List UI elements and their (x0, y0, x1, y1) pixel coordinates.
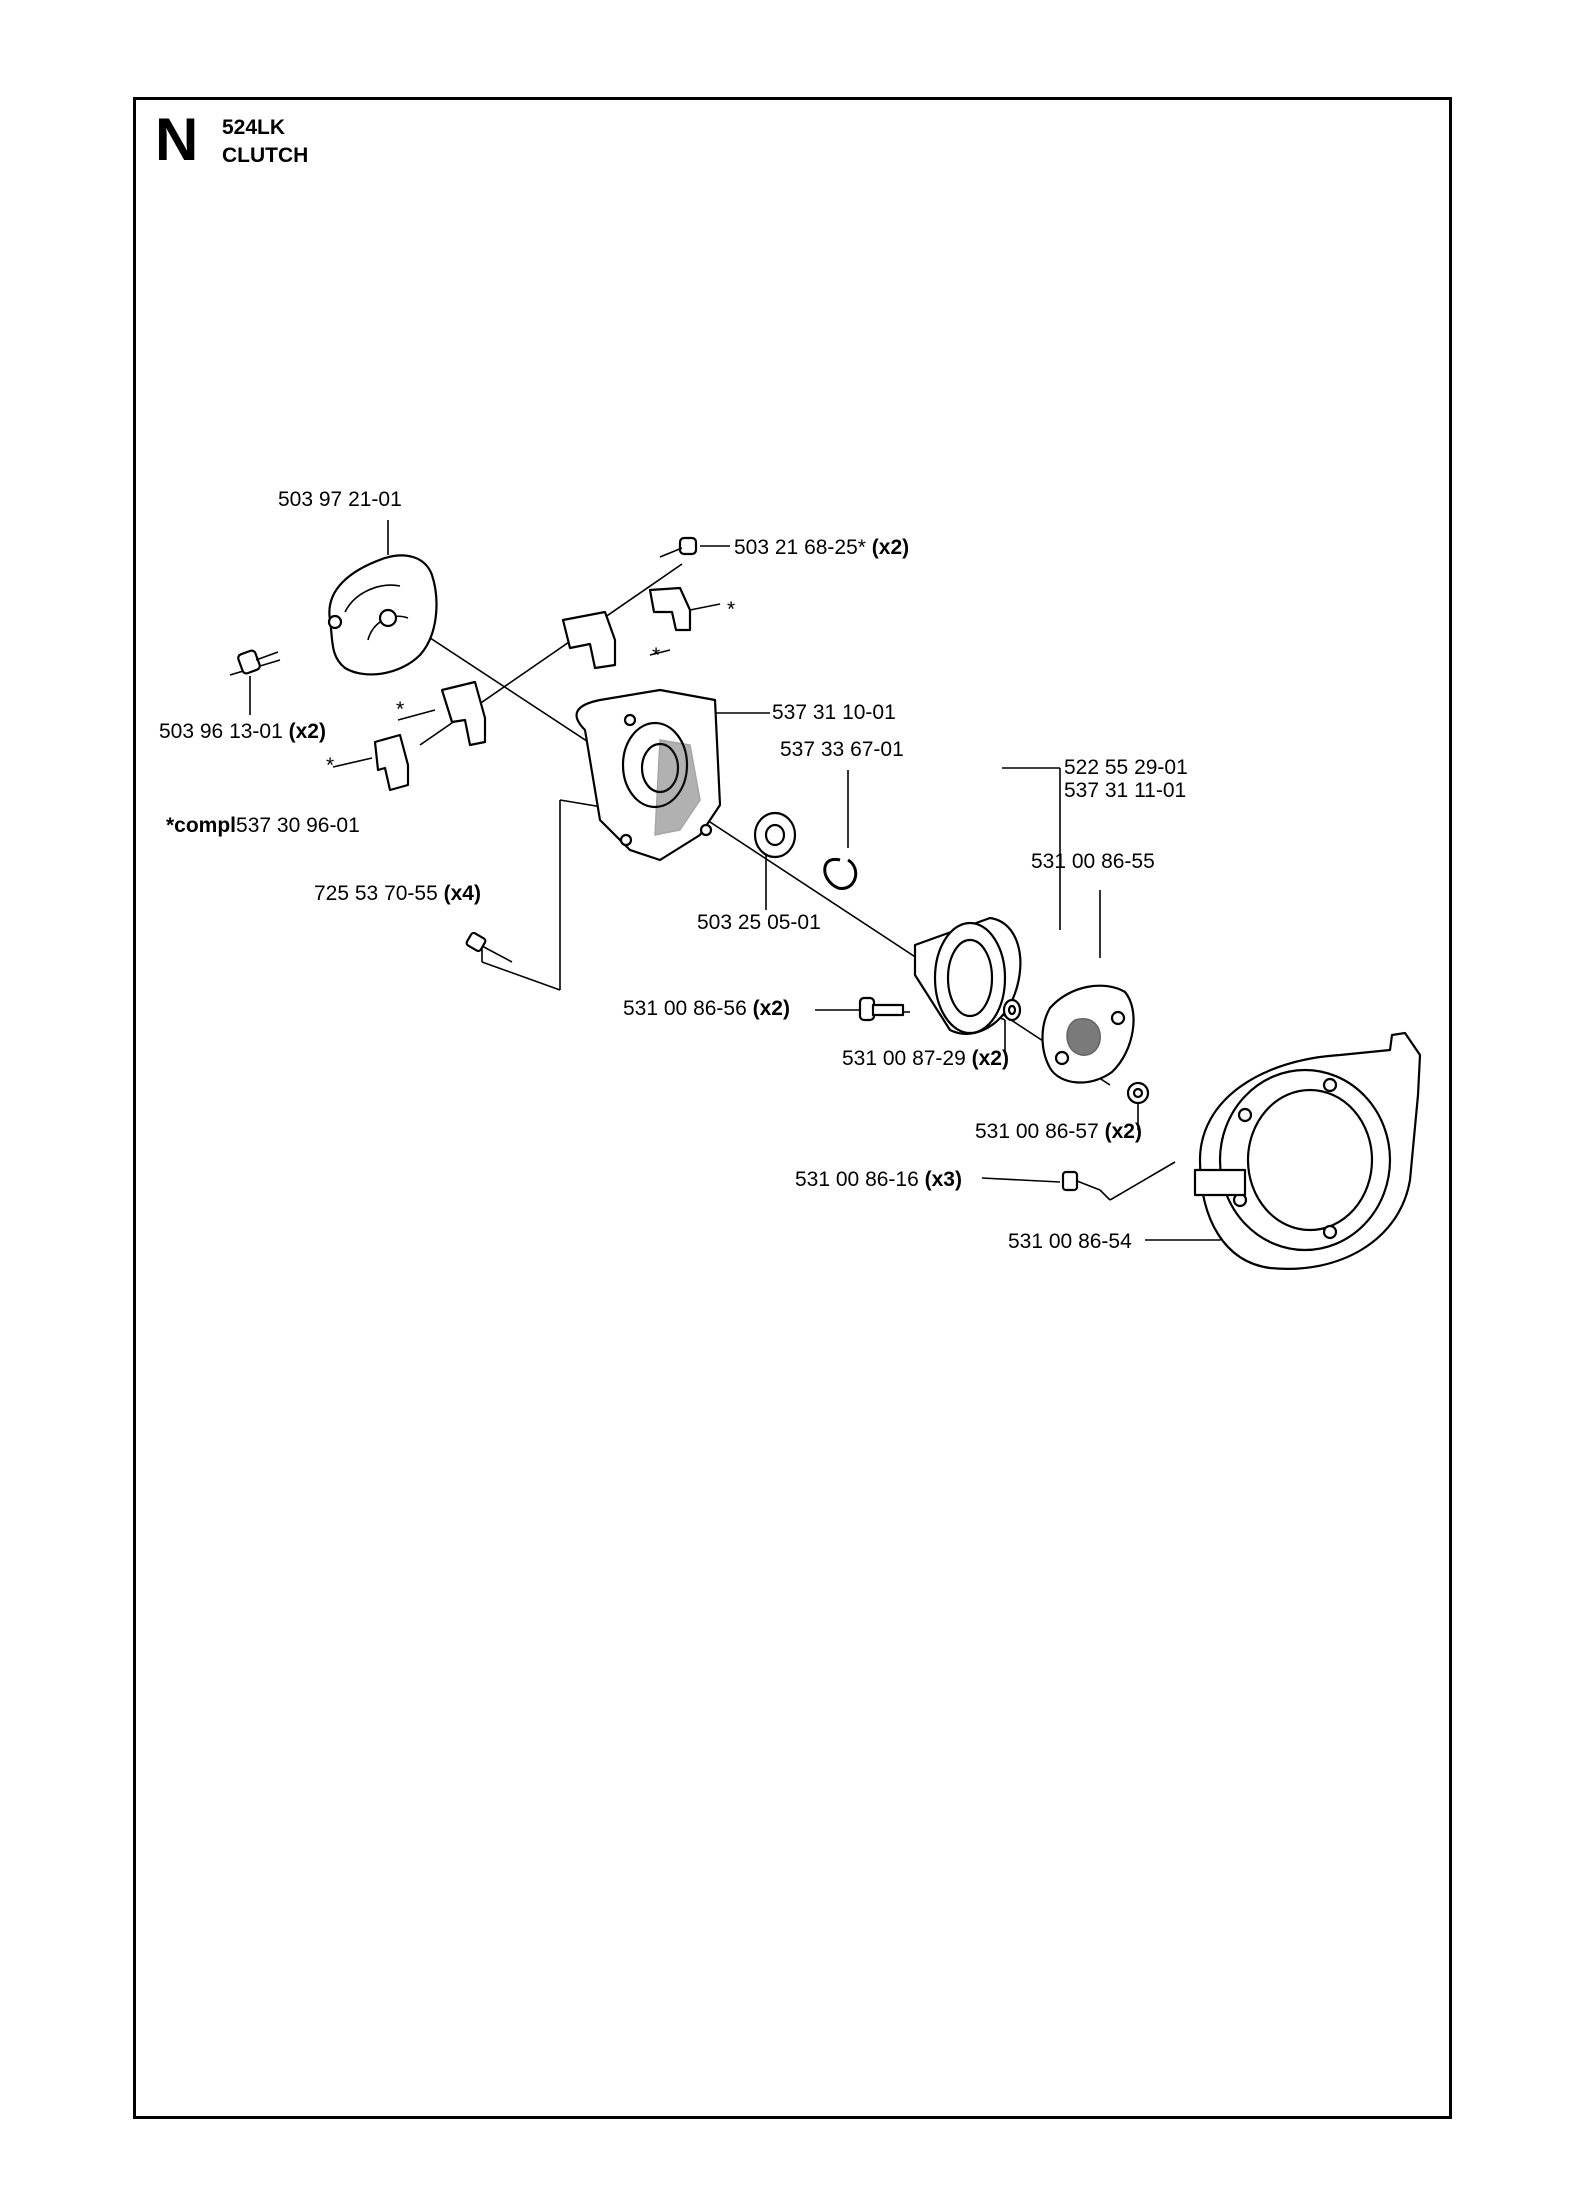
part-clutch-cover (327, 554, 438, 676)
label-531-00-86-54: 531 00 86-54 (1008, 1230, 1132, 1253)
part-screw-503-96-13 (237, 649, 279, 675)
quantity: (x2) (288, 720, 326, 743)
label-503-21-68-25: 503 21 68-25* (x2) (734, 536, 909, 560)
label-531-00-86-56: 531 00 86-56 (x2) (623, 997, 790, 1021)
label-537-31-10-01: 537 31 10-01 (772, 701, 896, 724)
part-bearing (753, 811, 797, 859)
label-537-31-11-01: 537 31 11-01 (1064, 779, 1187, 802)
part-clutch-housing (575, 688, 722, 862)
section-title: CLUTCH (222, 144, 309, 167)
asterisk-2: * (652, 644, 661, 667)
model-name: 524LK (222, 116, 286, 139)
part-clutch-shoes (1041, 984, 1135, 1084)
asterisk-3: * (396, 698, 405, 721)
compl-note: *compl537 30 96-01 (166, 814, 360, 838)
label-531-00-87-29: 531 00 87-29 (x2) (842, 1047, 1009, 1071)
part-number: 531 00 86-57 (975, 1120, 1099, 1143)
quantity: (x4) (443, 882, 481, 905)
part-screw-503-21-68 (659, 536, 698, 558)
page-frame (133, 97, 1452, 2119)
part-washer-531-00-86-57 (1126, 1081, 1150, 1105)
part-screw-725-53-70 (465, 931, 513, 963)
part-clutch-drum (913, 916, 1022, 1035)
part-screw-531-00-86-56 (858, 996, 905, 1022)
label-503-96-13-01: 503 96 13-01 (x2) (159, 720, 326, 744)
part-number: 503 21 68-25* (734, 536, 866, 559)
label-531-00-86-57: 531 00 86-57 (x2) (975, 1120, 1142, 1144)
asterisk-4: * (326, 754, 335, 777)
compl-prefix: *compl (166, 814, 237, 837)
part-circlip (823, 857, 858, 890)
part-number: 725 53 70-55 (314, 882, 438, 905)
label-522-55-29-01: 522 55 29-01 (1064, 756, 1188, 779)
label-531-00-86-55: 531 00 86-55 (1031, 850, 1155, 873)
asterisk-1: * (727, 598, 736, 621)
label-503-97-21-01: 503 97 21-01 (278, 488, 402, 511)
part-washer-531-00-87-29 (1002, 998, 1022, 1022)
label-725-53-70-55: 725 53 70-55 (x4) (314, 882, 481, 906)
part-fan-housing (1193, 1031, 1422, 1270)
label-537-33-67-01: 537 33 67-01 (780, 738, 904, 761)
quantity: (x3) (924, 1168, 962, 1191)
quantity: (x2) (971, 1047, 1009, 1070)
quantity: (x2) (752, 997, 790, 1020)
section-letter: N (155, 106, 199, 173)
part-number: 531 00 86-16 (795, 1168, 919, 1191)
quantity: (x2) (1104, 1120, 1142, 1143)
label-531-00-86-16: 531 00 86-16 (x3) (795, 1168, 962, 1192)
part-bushing-set (373, 586, 692, 792)
part-number: 531 00 87-29 (842, 1047, 966, 1070)
part-number: 503 96 13-01 (159, 720, 283, 743)
part-number: 531 00 86-56 (623, 997, 747, 1020)
compl-number: 537 30 96-01 (236, 814, 360, 837)
part-screw-531-00-86-16 (1061, 1170, 1101, 1192)
quantity: (x2) (871, 536, 910, 559)
label-503-25-05-01: 503 25 05-01 (697, 911, 821, 934)
